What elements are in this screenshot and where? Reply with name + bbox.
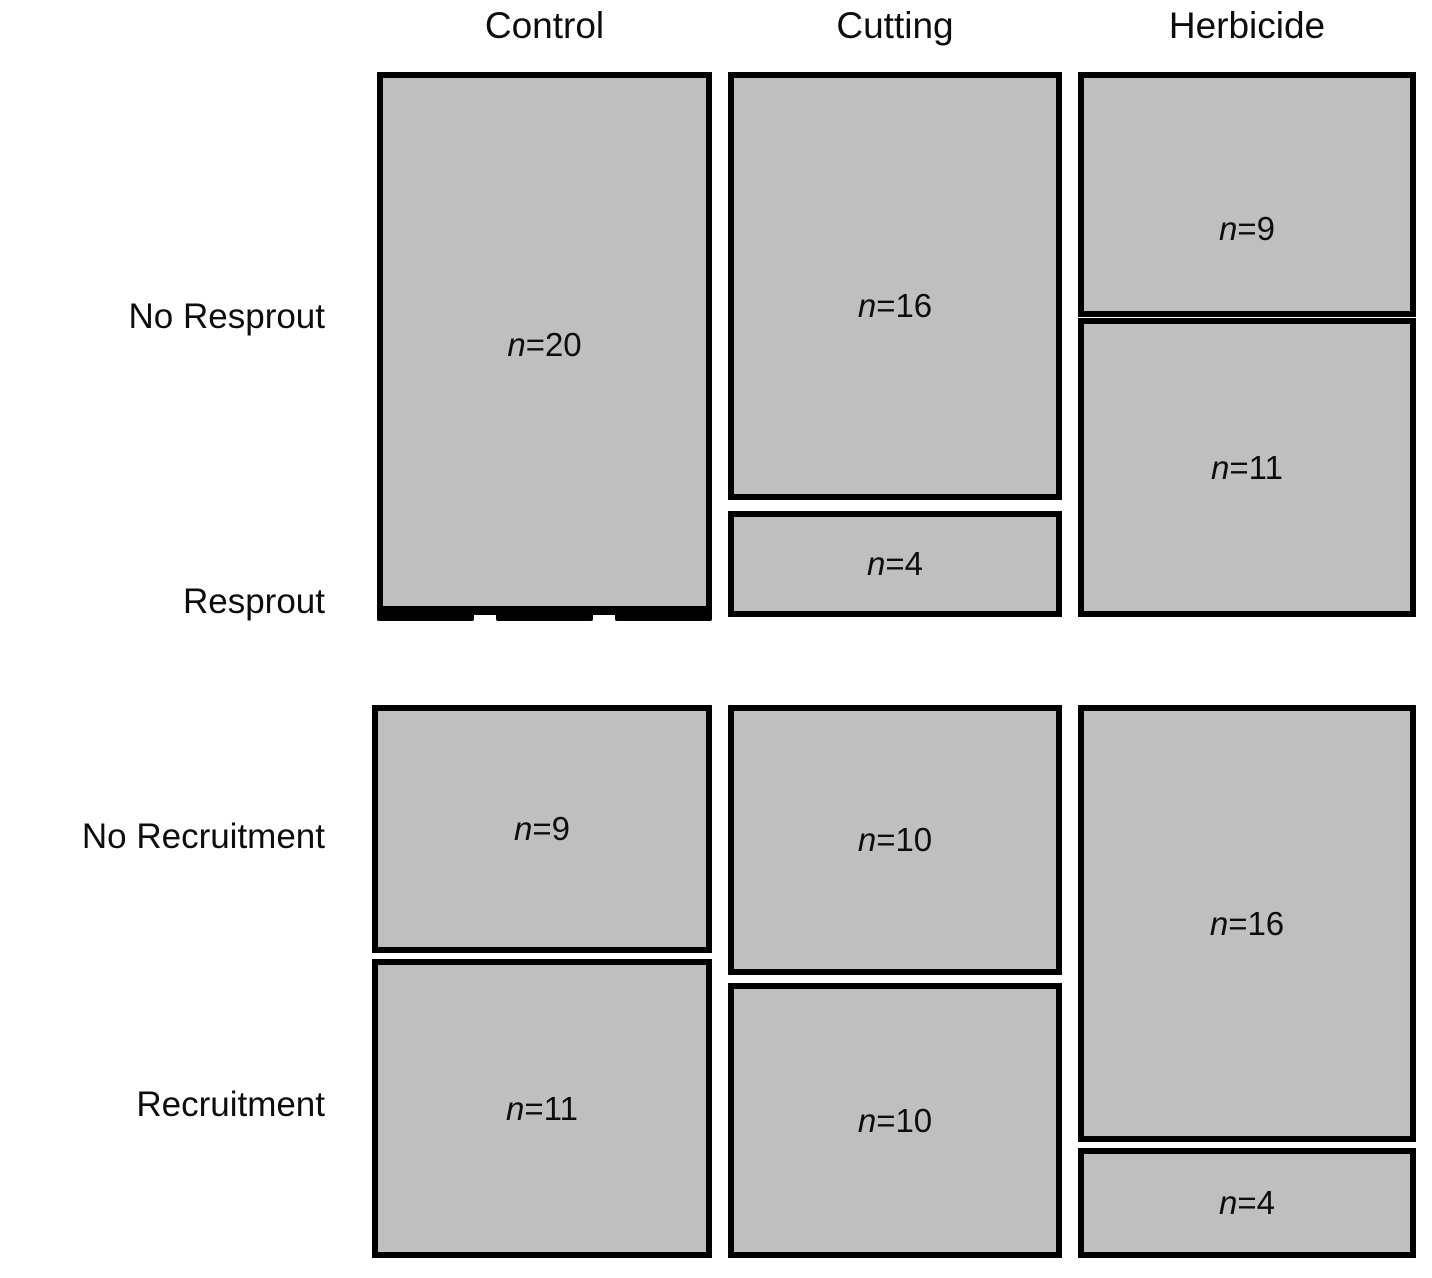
tile-label-cutting-recruitment: n=10 (857, 1101, 933, 1139)
tile-label-control-recruitment: n=11 (506, 1089, 578, 1127)
tile-label-cutting-resprout: n=4 (867, 545, 923, 582)
row-label-no-recruitment: No Recruitment (81, 817, 325, 856)
tile-cutting-no-resprout[interactable]: n=16 (728, 72, 1062, 500)
tile-cutting-no-recruitment[interactable]: n=10 (728, 705, 1062, 975)
tile-cutting-recruitment[interactable]: n=10 (728, 983, 1062, 1258)
tile-label-control-no-resprout: n=20 (507, 326, 582, 363)
column-header-control: Control (484, 5, 605, 46)
tile-label-herbicide-recruitment: n=4 (1219, 1184, 1275, 1221)
tile-label-control-no-recruitment: n=9 (514, 810, 570, 847)
tile-cutting-resprout[interactable]: n=4 (728, 511, 1062, 617)
tile-control-no-recruitment[interactable]: n=9 (372, 705, 712, 953)
tile-label-herbicide-no-resprout: n=9 (1219, 210, 1275, 247)
tile-label-cutting-no-recruitment: n=10 (857, 821, 933, 858)
tile-label-herbicide-no-recruitment: n=16 (1209, 904, 1285, 942)
row-label-recruitment: Recruitment (136, 1085, 325, 1124)
tile-herbicide-no-resprout[interactable]: n=9 (1078, 72, 1416, 317)
row-label-no-resprout: No Resprout (128, 297, 325, 336)
column-header-cutting: Cutting (836, 5, 954, 46)
tile-label-herbicide-resprout: n=11 (1211, 448, 1283, 486)
tile-herbicide-resprout[interactable]: n=11 (1078, 318, 1416, 617)
tile-control-resprout[interactable] (377, 607, 712, 621)
tile-control-recruitment[interactable]: n=11 (372, 959, 712, 1258)
column-header-herbicide: Herbicide (1168, 5, 1326, 46)
row-label-resprout: Resprout (182, 582, 325, 621)
tile-control-no-resprout[interactable]: n=20 (377, 72, 712, 612)
tile-label-control-resprout (377, 607, 712, 615)
tile-herbicide-recruitment[interactable]: n=4 (1078, 1148, 1416, 1258)
tile-herbicide-no-recruitment[interactable]: n=16 (1078, 705, 1416, 1142)
tile-label-cutting-no-resprout: n=16 (857, 287, 933, 324)
